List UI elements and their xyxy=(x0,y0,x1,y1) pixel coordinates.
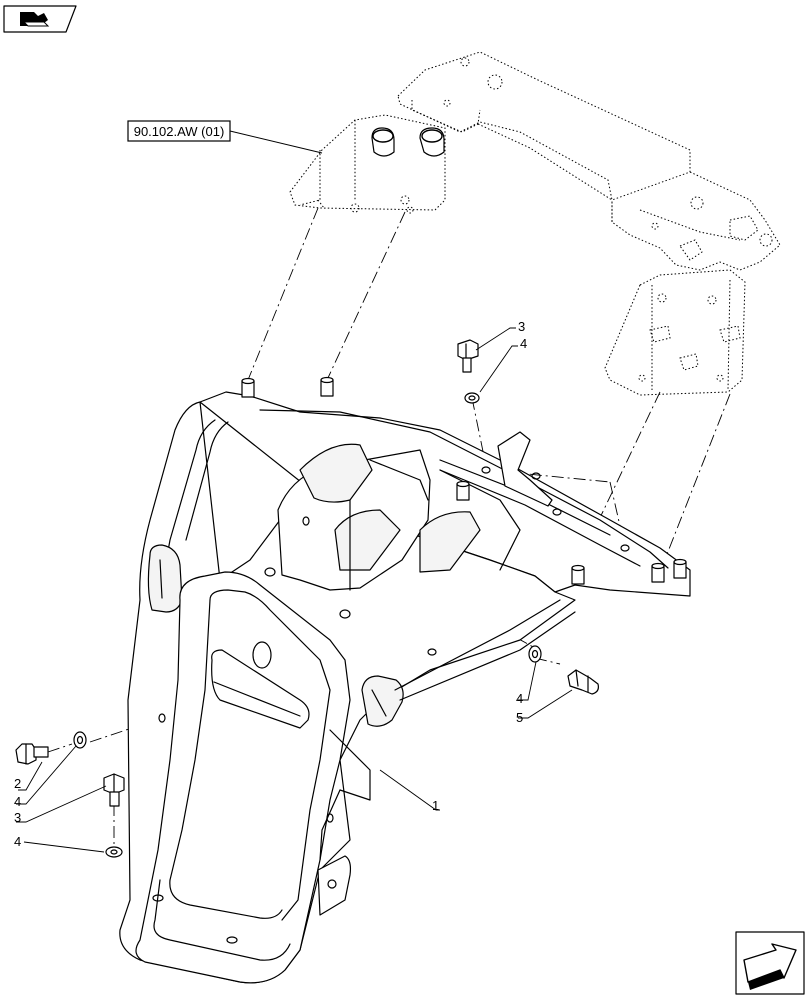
bolt-2 xyxy=(15,743,49,765)
washer-4-left xyxy=(73,731,87,749)
bolt-3-lower xyxy=(103,773,125,807)
washer-4-upper xyxy=(464,392,480,404)
callout-3-lower: 3 xyxy=(14,810,21,825)
washer-4-right xyxy=(528,645,542,663)
reference-text: 90.102.AW (01) xyxy=(134,124,225,139)
book-arrow-icon[interactable] xyxy=(3,5,77,33)
next-page-arrow-icon[interactable] xyxy=(735,931,805,995)
reference-label[interactable]: 90.102.AW (01) xyxy=(127,120,323,154)
callout-1: 1 xyxy=(432,798,439,813)
grease-fitting-5 xyxy=(567,669,599,695)
callout-4-left: 4 xyxy=(14,794,21,809)
washer-4-bottom xyxy=(105,846,123,858)
callout-5: 5 xyxy=(516,710,523,725)
callout-4-bottom: 4 xyxy=(14,834,21,849)
callout-3-upper: 3 xyxy=(518,319,525,334)
stud xyxy=(241,376,687,585)
bolt-3-upper xyxy=(457,339,479,373)
fender-bracket-part-1 xyxy=(119,376,691,984)
callout-2: 2 xyxy=(14,776,21,791)
upper-frame-reference-part xyxy=(289,51,781,396)
callout-4-upper: 4 xyxy=(520,336,527,351)
callouts: 1 2 3 3 4 4 4 4 5 xyxy=(14,319,573,853)
callout-4-right: 4 xyxy=(516,691,523,706)
